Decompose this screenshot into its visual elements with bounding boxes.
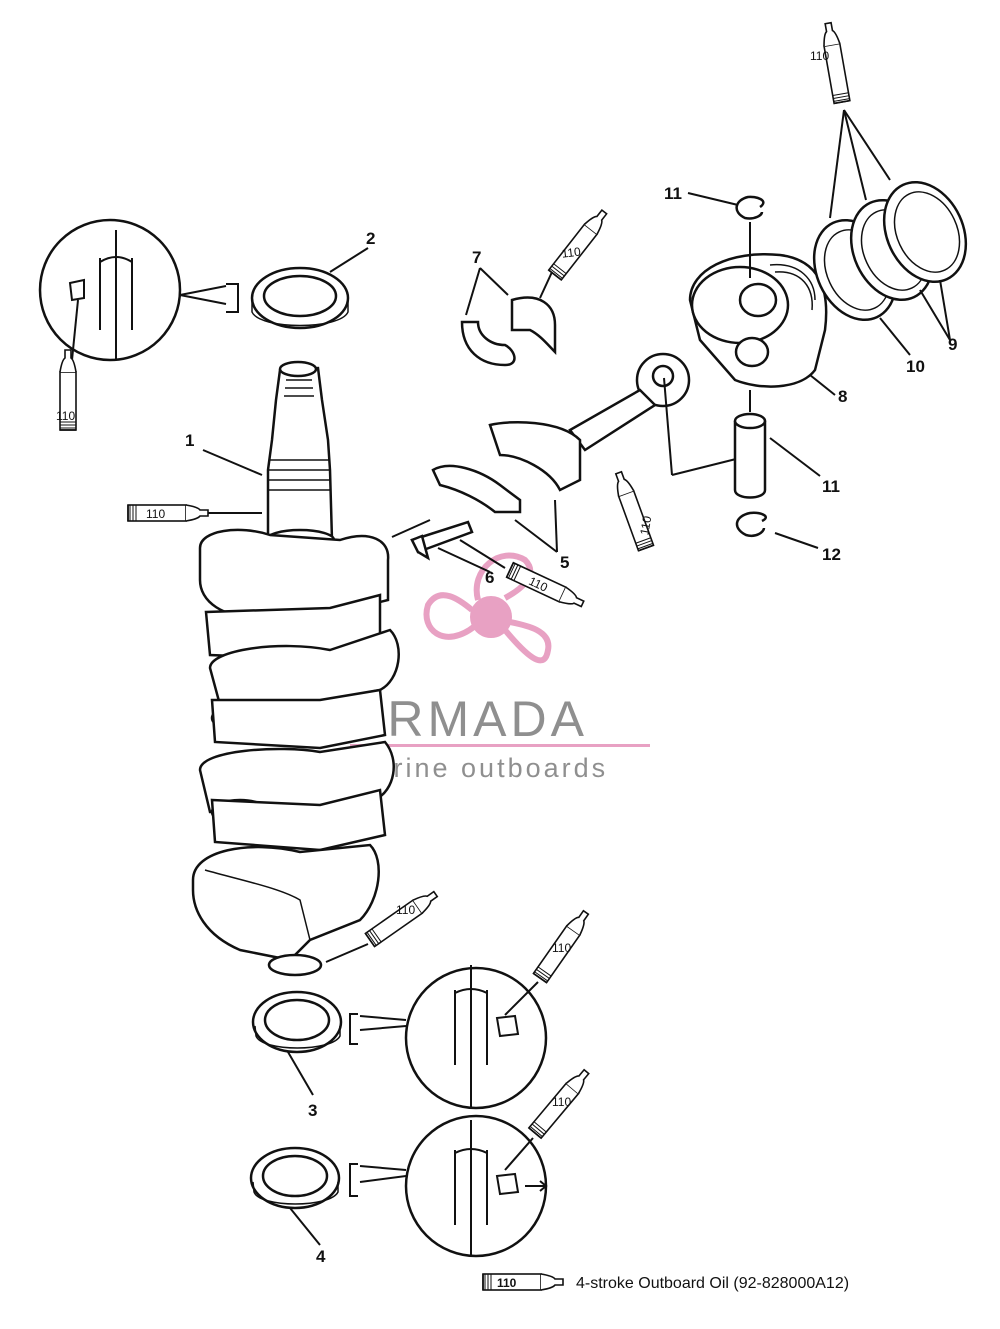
callout-12: 12 bbox=[822, 545, 841, 564]
oil-seal-top bbox=[250, 266, 350, 330]
oil-tube-bearing: 110 bbox=[547, 206, 612, 281]
tube-code-rings: 110 bbox=[810, 49, 829, 63]
lubricant-legend: 110 4-stroke Outboard Oil (92-828000A12) bbox=[482, 1273, 849, 1292]
callout-4: 4 bbox=[316, 1247, 326, 1266]
crankshaft bbox=[191, 360, 400, 977]
callout-6: 6 bbox=[485, 568, 494, 587]
callout-7: 7 bbox=[472, 248, 481, 267]
tube-code: 110 bbox=[561, 244, 582, 260]
detail-circle-seal-3 bbox=[349, 965, 548, 1110]
tube-code-crank-bottom: 110 bbox=[396, 903, 415, 917]
oil-tube-bolt: 110 bbox=[505, 561, 587, 612]
connecting-rod bbox=[410, 352, 691, 561]
tube-code: 110 bbox=[146, 507, 165, 521]
callout-10: 10 bbox=[906, 357, 925, 376]
callout-11-top: 11 bbox=[664, 184, 682, 203]
piston-rings bbox=[812, 180, 968, 322]
leader-lines bbox=[202, 192, 951, 1246]
oil-tube-seal-top: 110 bbox=[56, 349, 77, 431]
bearing-halves bbox=[460, 296, 557, 367]
propeller-icon bbox=[423, 552, 552, 664]
callout-1: 1 bbox=[185, 431, 194, 450]
detail-circle-seal-top bbox=[38, 218, 239, 362]
oil-tube-crankshaft: 110 bbox=[127, 504, 209, 522]
piston bbox=[688, 253, 828, 388]
tube-code-rod: 110 bbox=[637, 515, 654, 537]
callout-2: 2 bbox=[366, 229, 375, 248]
legend-oil-tube-icon: 110 bbox=[482, 1273, 564, 1291]
piston-pin bbox=[733, 412, 767, 499]
callout-9: 9 bbox=[948, 335, 957, 354]
callout-3: 3 bbox=[308, 1101, 317, 1120]
watermark-underline bbox=[350, 744, 650, 747]
tube-code: 110 bbox=[56, 409, 75, 423]
callout-numbers: 1 2 3 4 5 6 7 8 9 10 11 11 12 bbox=[185, 184, 957, 1266]
tube-code-seal-3: 110 bbox=[552, 941, 571, 955]
oil-seal-bottom-4 bbox=[249, 1146, 341, 1210]
legend-tube-code: 110 bbox=[497, 1276, 517, 1290]
oil-tube-crank-bottom bbox=[364, 886, 441, 948]
circlip-bottom bbox=[735, 511, 767, 537]
watermark-brand: ARMADA bbox=[350, 691, 588, 747]
callout-5: 5 bbox=[560, 553, 569, 572]
legend-text: 4-stroke Outboard Oil (92-828000A12) bbox=[576, 1275, 849, 1292]
tube-code-seal-4: 110 bbox=[552, 1095, 571, 1109]
circlip-top bbox=[735, 195, 765, 220]
detail-circle-seal-4 bbox=[349, 1114, 548, 1258]
oil-seal-bottom-3 bbox=[251, 990, 343, 1054]
oil-tube-rod bbox=[610, 469, 655, 552]
callout-8: 8 bbox=[838, 387, 847, 406]
callout-11-bottom: 11 bbox=[822, 477, 840, 496]
